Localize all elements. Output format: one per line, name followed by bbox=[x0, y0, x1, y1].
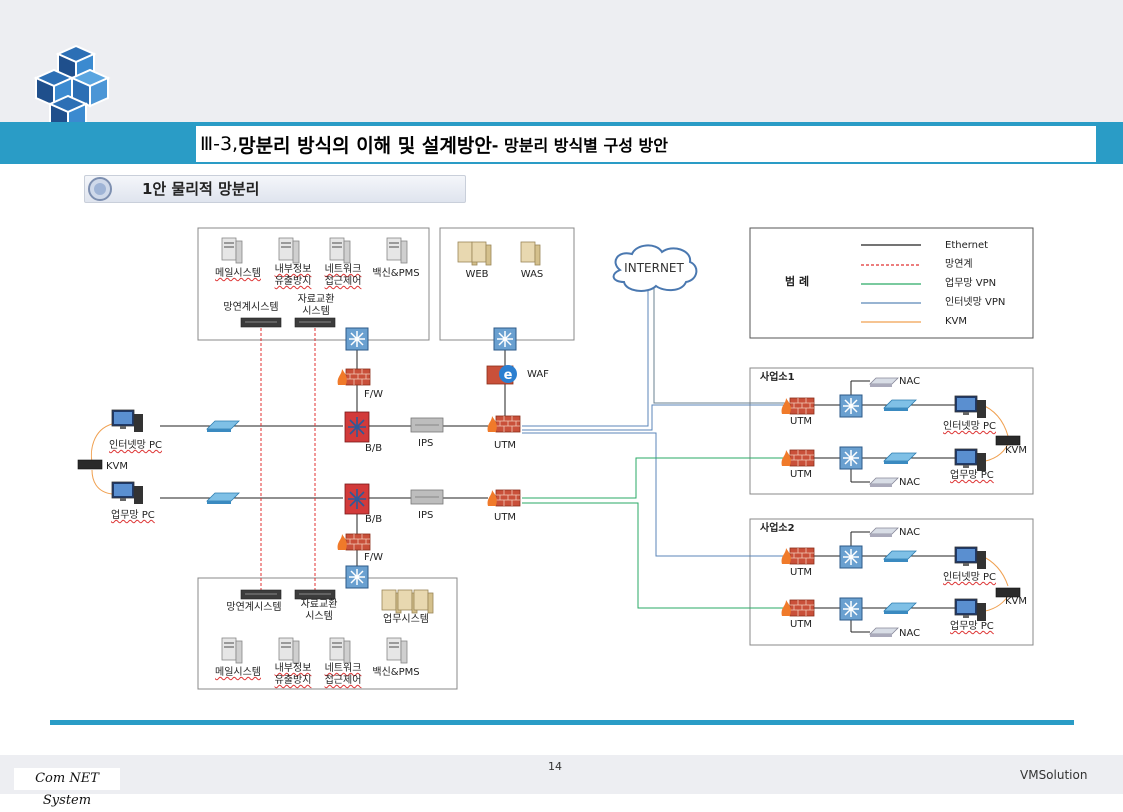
branch1-title: 사업소1 bbox=[760, 372, 795, 383]
branch2-utm-top: UTM bbox=[790, 567, 813, 578]
dmz-web: WEB bbox=[465, 269, 489, 280]
branch2-internet-pc: 인터넷망 PC bbox=[943, 572, 996, 583]
bottom-business-system: 업무시스템 bbox=[383, 614, 429, 625]
top-nac: 네트워크 접근제어 bbox=[324, 264, 362, 287]
branch1-internet-pc: 인터넷망 PC bbox=[943, 421, 996, 432]
utm-label-top: UTM bbox=[494, 440, 517, 451]
branch1-business-pc: 업무망 PC bbox=[950, 470, 994, 481]
svg-text:e: e bbox=[504, 368, 513, 383]
legend-box bbox=[749, 227, 1034, 339]
ips-label-bottom: IPS bbox=[418, 510, 434, 521]
top-dlp: 내부정보 유출방지 bbox=[274, 264, 312, 287]
bottom-mail-system: 메일시스템 bbox=[215, 667, 261, 678]
bottom-nac: 네트워크 접근제어 bbox=[324, 663, 362, 686]
vmsolution-logo: VMSolution bbox=[1020, 768, 1088, 782]
internet-label: INTERNET bbox=[624, 261, 684, 275]
top-mail-system: 메일시스템 bbox=[215, 268, 261, 279]
bottom-rule bbox=[50, 720, 1074, 725]
business-vpn-lines bbox=[522, 457, 785, 609]
bb-label-top: B/B bbox=[365, 443, 383, 454]
dmz-was: WAS bbox=[520, 269, 544, 280]
page-title: Ⅲ-3, 망분리 방식의 이해 및 설계방안 - 망분리 방식별 구성 방안 bbox=[196, 126, 1096, 162]
internet-pc-label: 인터넷망 PC bbox=[109, 440, 162, 451]
footer-background bbox=[0, 755, 1123, 794]
utm-label-bottom: UTM bbox=[494, 512, 517, 523]
bottom-antivirus: 백신&PMS bbox=[372, 667, 420, 678]
top-data-exchange: 자료교환 시스템 bbox=[297, 294, 335, 317]
fw-label-bottom: F/W bbox=[364, 552, 384, 563]
globe-icon bbox=[88, 177, 112, 201]
link-lines bbox=[260, 328, 316, 592]
branch1-kvm: KVM bbox=[1005, 445, 1028, 456]
cube-logo bbox=[33, 44, 111, 134]
header-background bbox=[0, 0, 1123, 122]
branch2-box bbox=[749, 518, 1034, 646]
legend-internet-vpn: 인터넷망 VPN bbox=[945, 297, 1006, 308]
bottom-data-exchange: 자료교환 시스템 bbox=[300, 599, 338, 622]
comnet-logo: Com NET System bbox=[14, 768, 120, 808]
internet-vpn-lines bbox=[522, 282, 785, 557]
business-pc-label: 업무망 PC bbox=[111, 510, 155, 521]
title-prefix: Ⅲ-3, bbox=[200, 133, 239, 155]
branch1-nac-bottom: NAC bbox=[899, 477, 921, 488]
network-diagram: e bbox=[77, 227, 1034, 690]
bottom-dlp: 내부정보 유출방지 bbox=[274, 663, 312, 686]
title-subtitle: - 망분리 방식별 구성 방안 bbox=[491, 136, 668, 155]
branch1-utm-bottom: UTM bbox=[790, 469, 813, 480]
top-link-system: 망연계시스템 bbox=[223, 302, 279, 313]
bottom-link-system: 망연계시스템 bbox=[226, 602, 282, 613]
branch2-utm-bottom: UTM bbox=[790, 619, 813, 630]
branch2-nac-bottom: NAC bbox=[899, 628, 921, 639]
section-label: 1안 물리적 망분리 bbox=[142, 180, 260, 198]
section-tab bbox=[84, 175, 466, 203]
branch2-title: 사업소2 bbox=[760, 523, 795, 534]
legend-link: 망연계 bbox=[945, 259, 973, 270]
branch2-kvm: KVM bbox=[1005, 596, 1028, 607]
branch2-nac-top: NAC bbox=[899, 527, 921, 538]
legend-business-vpn: 업무망 VPN bbox=[945, 278, 997, 289]
branch1-utm-top: UTM bbox=[790, 416, 813, 427]
branch1-box bbox=[749, 367, 1034, 495]
ips-label-top: IPS bbox=[418, 438, 434, 449]
kvm-label: KVM bbox=[106, 461, 129, 472]
legend-title: 범 례 bbox=[785, 275, 810, 288]
legend-kvm: KVM bbox=[945, 316, 968, 327]
branch2-business-pc: 업무망 PC bbox=[950, 621, 994, 632]
bb-label-bottom: B/B bbox=[365, 514, 383, 525]
branch1-nac-top: NAC bbox=[899, 376, 921, 387]
top-antivirus: 백신&PMS bbox=[372, 268, 420, 279]
fw-label-top: F/W bbox=[364, 389, 384, 400]
waf-icon: e bbox=[486, 365, 517, 385]
page-number: 14 bbox=[548, 760, 562, 773]
legend-ethernet: Ethernet bbox=[945, 240, 989, 251]
internet-cloud bbox=[612, 244, 698, 292]
waf-label: WAF bbox=[527, 369, 549, 380]
title-main: 망분리 방식의 이해 및 설계방안 bbox=[238, 134, 492, 157]
